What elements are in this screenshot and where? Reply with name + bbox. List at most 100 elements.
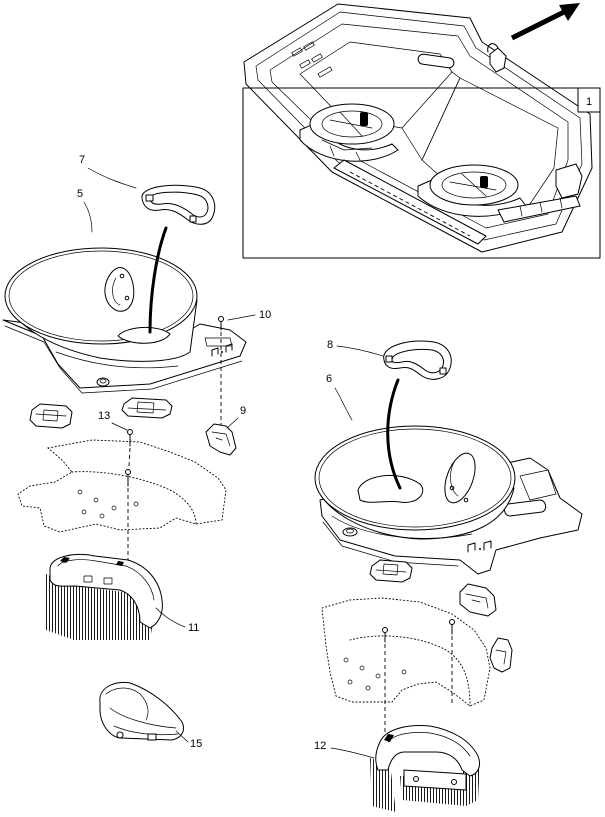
screw-part-10 [218,316,224,331]
brush-12-body [375,725,481,777]
inset-label-box [577,87,601,113]
disc-right-tube [497,195,581,223]
clip-b-body [121,397,173,419]
disc-right-vanes [449,173,497,197]
glyph-a [211,347,219,357]
marking-5 [317,66,333,78]
screw-13-alignment [128,447,131,467]
funnel-right-bolt-1 [449,485,455,491]
callout-11: 11 [188,622,199,634]
glyph-dot [221,351,223,353]
funnel-right-lip [331,515,473,539]
funnel-left-lip [55,351,179,369]
brush-12-lower-box [403,769,467,791]
funnel-right-rim-inner [318,428,512,528]
plate-right-hole-6 [401,669,407,675]
ring-part-7 [141,184,216,225]
ring-7-tab [145,194,154,202]
cup-15-body [99,681,185,741]
callout-13: 13 [98,410,110,422]
plate-right-hole-2 [359,665,365,671]
cup-part-15 [99,681,185,741]
funnel-left-feed-line [148,226,168,334]
brush-part-11 [46,554,163,640]
clip-d-body [459,583,497,617]
leader-9 [226,417,239,429]
clip-c-tab [375,563,407,576]
disc-left-vanes [329,111,373,137]
clip-e-body [489,637,513,673]
cup-15-tab-right [147,733,157,741]
disc-left-hub [360,112,368,126]
clip-right-c [369,559,413,583]
plate-right-hole-5 [365,685,371,691]
callout-12: 12 [314,740,326,752]
leader-11 [155,607,186,628]
arrow-head [559,3,580,21]
marking-1 [291,47,303,57]
funnel-left-bottom-opening [117,327,171,344]
ring-7-outer [141,184,216,225]
ring-8-tab [385,355,393,363]
ring-8-inner [391,349,445,374]
funnel-right-rim [314,425,516,531]
screw-lower-left [125,469,131,487]
screw-right-b-head [449,619,455,625]
glyph-b [225,343,233,353]
screw-right-b [449,619,455,635]
plate-right-dotted [321,597,491,707]
callout-7: 7 [79,154,85,166]
funnel-left-plate-edge [4,325,243,394]
cup-15-tab-left [116,731,124,739]
marking-2 [303,41,315,51]
brush-11-bristles-front [74,586,130,640]
cup-15-base [113,725,179,736]
brush-12-bristles-left [370,758,396,812]
funnel-left-rim-inner [8,250,194,342]
funnel-left-grommet-hole [99,378,107,384]
screw-10-head [218,316,224,322]
disc-left-inner [321,110,383,138]
plate-left-hole-6 [133,501,139,507]
callout-15: 15 [190,738,202,750]
spinner-disc-right [417,164,581,223]
plate-right-outline [321,597,491,707]
funnel-left-plate-glyphs [211,343,233,357]
plate-right-hole-1 [343,657,349,663]
plate-right-hole-3 [375,673,381,679]
clip-right-d [459,583,497,617]
funnel-left-bolt-1 [119,273,125,279]
disc-right-tube-detail [519,197,563,217]
callout-9: 9 [240,405,246,417]
marking-4 [311,53,323,63]
screw-right-a-head [382,627,388,633]
brush-11-top-strip [60,557,124,566]
plate-left-hole-2 [93,497,99,503]
callout-8: 8 [327,339,333,351]
callout-6: 6 [326,373,332,385]
screw-lower-left-head [125,469,131,475]
plate-left-hole-4 [81,509,87,515]
brush-12-top-strip [384,734,394,742]
marking-3 [299,59,311,69]
disc-right-inner [441,171,507,199]
leader-7 [87,167,137,189]
brush-11-body [49,554,163,629]
inset-frame [242,87,601,259]
leader-10 [227,314,256,321]
funnel-left-assembly [2,247,247,394]
clip-left-a [29,403,73,429]
funnel-left-bolt-2 [124,295,130,301]
disc-right-hub [480,176,488,188]
plate-right-hole-4 [347,679,353,685]
leader-6 [334,387,353,421]
callout-1: 1 [586,96,592,108]
chassis-slot [417,53,455,69]
chassis-beam-dashes [349,171,471,237]
glyph-c [467,542,476,553]
ring-7-inner [149,191,209,218]
leader-8 [336,345,384,357]
chassis-cable-bracket [487,43,507,73]
clip-a-tab [35,409,67,422]
